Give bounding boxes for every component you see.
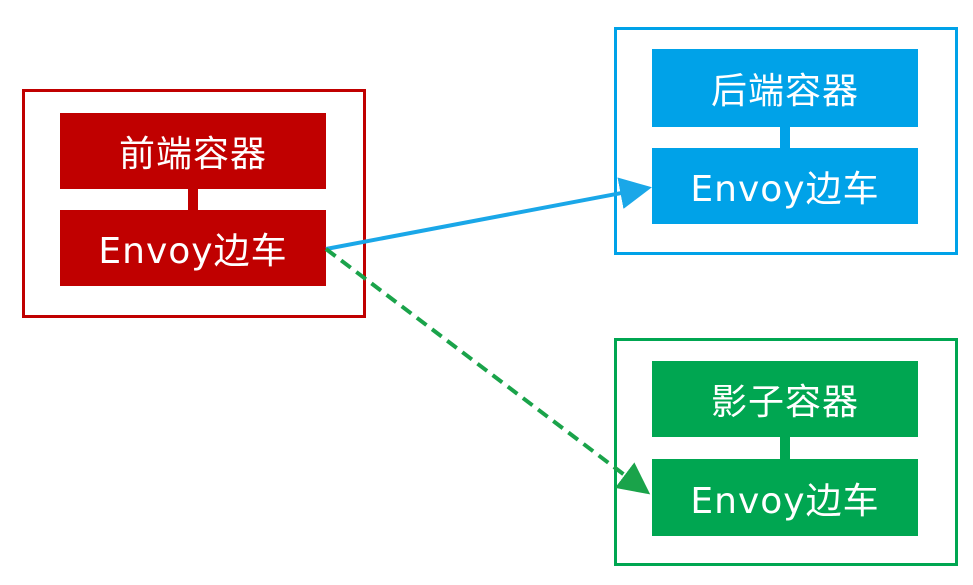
shadow-link [780,437,790,459]
frontend-sidecar-label: Envoy边车 [98,231,288,272]
frontend-sidecar: Envoy边车 [60,210,326,286]
backend-link [780,127,790,148]
backend-container: 后端容器 [652,49,918,127]
backend-sidecar: Envoy边车 [652,148,918,224]
shadow-sidecar: Envoy边车 [652,459,918,536]
shadow-sidecar-label: Envoy边车 [690,480,880,522]
backend-traffic-arrow [325,177,652,251]
frontend-container-label: 前端容器 [118,134,267,175]
frontend-container: 前端容器 [60,113,326,189]
shadow-container-label: 影子容器 [710,382,859,423]
shadow-traffic-arrow [324,247,651,495]
backend-container-label: 后端容器 [710,71,859,112]
backend-sidecar-label: Envoy边车 [690,169,880,210]
frontend-link [188,189,198,210]
shadow-container: 影子容器 [652,361,918,437]
